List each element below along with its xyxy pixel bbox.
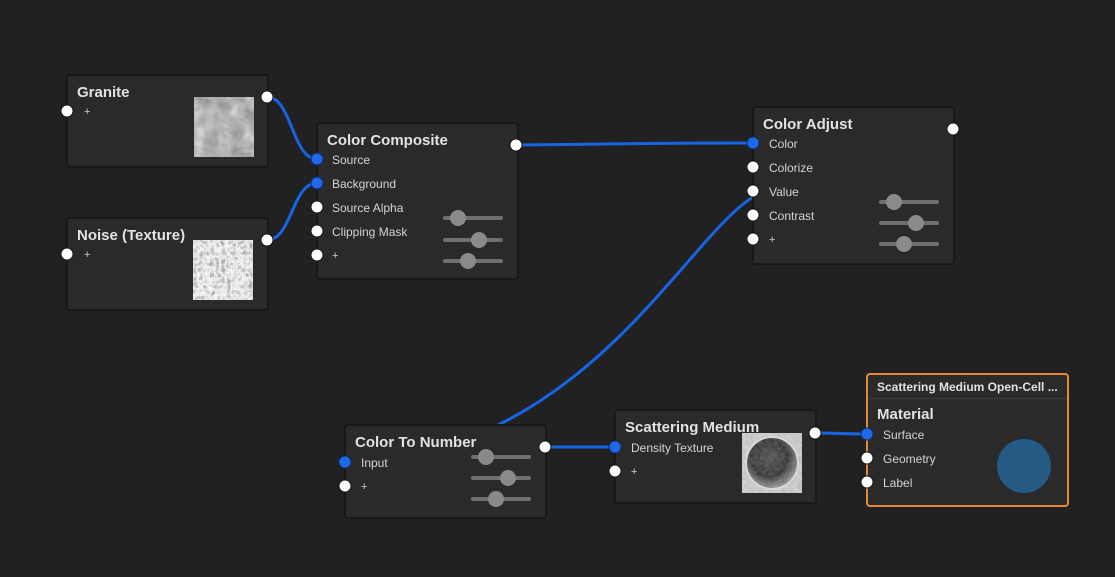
wire-granite-to-source: [266, 95, 318, 161]
add-input-label: +: [631, 466, 638, 478]
input-port-clipping-mask[interactable]: [310, 224, 324, 238]
output-port-color-composite[interactable]: [509, 138, 523, 152]
noise-thumbnail: [193, 240, 253, 300]
node-title: Noise (Texture): [77, 227, 186, 244]
input-port-contrast[interactable]: [746, 208, 760, 222]
input-label-colorize: Colorize: [769, 161, 814, 175]
input-port-surface[interactable]: [860, 427, 874, 441]
node-material[interactable]: Scattering Medium Open-Cell ... Material…: [866, 373, 1069, 507]
output-port-color-adjust[interactable]: [946, 122, 960, 136]
input-label-label: Label: [883, 476, 913, 490]
node-title: Granite: [77, 84, 130, 101]
input-label-input: Input: [361, 456, 388, 470]
input-port-granite[interactable]: [60, 104, 74, 118]
input-port-label[interactable]: [860, 475, 874, 489]
output-port-scattering-medium[interactable]: [808, 426, 822, 440]
input-label-source-alpha: Source Alpha: [332, 201, 404, 215]
node-title: Material: [877, 406, 934, 423]
parameter-slider[interactable]: [879, 194, 939, 210]
node-title: Color Adjust: [763, 116, 853, 133]
slider-knob[interactable]: [908, 215, 925, 231]
wire-composite-to-color: [515, 141, 754, 147]
output-port-granite[interactable]: [260, 90, 274, 104]
granite-thumbnail: [194, 97, 254, 157]
node-color-composite[interactable]: Color Composite Source Background Source…: [317, 123, 518, 279]
input-label-background: Background: [332, 177, 397, 191]
input-port-noise[interactable]: [60, 247, 74, 261]
parameter-slider[interactable]: [471, 491, 531, 507]
input-port-add[interactable]: [338, 479, 352, 493]
parameter-slider[interactable]: [471, 470, 531, 486]
output-port-noise[interactable]: [260, 233, 274, 247]
slider-knob[interactable]: [460, 253, 477, 269]
add-input-label: +: [769, 234, 776, 246]
parameter-slider[interactable]: [443, 253, 503, 269]
input-port-add[interactable]: [746, 232, 760, 246]
node-title: Scattering Medium: [625, 419, 760, 436]
add-input-label: +: [361, 481, 368, 493]
input-port-colorize[interactable]: [746, 160, 760, 174]
input-label-contrast: Contrast: [769, 209, 815, 223]
slider-knob[interactable]: [478, 449, 494, 465]
wire-noise-to-background: [266, 181, 318, 242]
wire-medium-to-surface: [814, 431, 868, 436]
output-port-color-to-number[interactable]: [538, 440, 552, 454]
slider-knob[interactable]: [488, 491, 505, 507]
parameter-slider[interactable]: [879, 236, 939, 252]
input-label-geometry: Geometry: [883, 452, 936, 466]
input-port-add[interactable]: [310, 248, 324, 262]
node-header-label: Scattering Medium Open-Cell ...: [868, 375, 1067, 399]
parameter-slider[interactable]: [879, 215, 939, 231]
input-port-geometry[interactable]: [860, 451, 874, 465]
input-port-input[interactable]: [338, 455, 352, 469]
node-title: Color To Number: [355, 434, 477, 451]
node-title: Color Composite: [327, 132, 448, 149]
node-color-to-number[interactable]: Color To Number Input +: [345, 425, 546, 518]
input-label-surface: Surface: [883, 428, 925, 442]
input-label-clipping-mask: Clipping Mask: [332, 225, 408, 239]
sphere-render-thumbnail: [742, 433, 802, 493]
parameter-slider[interactable]: [443, 232, 503, 248]
input-port-density-texture[interactable]: [608, 440, 622, 454]
slider-knob[interactable]: [500, 470, 517, 486]
input-label-color: Color: [769, 137, 798, 151]
wire-colortonumber-to-value: [497, 195, 754, 427]
slider-knob[interactable]: [450, 210, 466, 226]
node-color-adjust[interactable]: Color Adjust Color Colorize Value Contra…: [753, 107, 954, 264]
parameter-slider[interactable]: [443, 210, 503, 226]
material-preview-swatch: [997, 439, 1051, 493]
input-port-source[interactable]: [310, 152, 324, 166]
input-port-color[interactable]: [746, 136, 760, 150]
input-port-add[interactable]: [608, 464, 622, 478]
node-granite[interactable]: Granite +: [67, 75, 268, 167]
slider-knob[interactable]: [896, 236, 913, 252]
input-port-source-alpha[interactable]: [310, 200, 324, 214]
node-noise-texture[interactable]: Noise (Texture) +: [67, 218, 268, 310]
input-port-background[interactable]: [310, 176, 324, 190]
input-port-value[interactable]: [746, 184, 760, 198]
add-input-label: +: [84, 106, 91, 118]
input-label-source: Source: [332, 153, 371, 167]
node-scattering-medium[interactable]: Scattering Medium Density Texture +: [615, 410, 816, 503]
slider-knob[interactable]: [471, 232, 487, 248]
input-label-density-texture: Density Texture: [631, 441, 714, 455]
add-input-label: +: [84, 249, 91, 261]
input-label-value: Value: [769, 185, 799, 199]
add-input-label: +: [332, 250, 339, 262]
slider-knob[interactable]: [886, 194, 902, 210]
parameter-slider[interactable]: [471, 449, 531, 465]
